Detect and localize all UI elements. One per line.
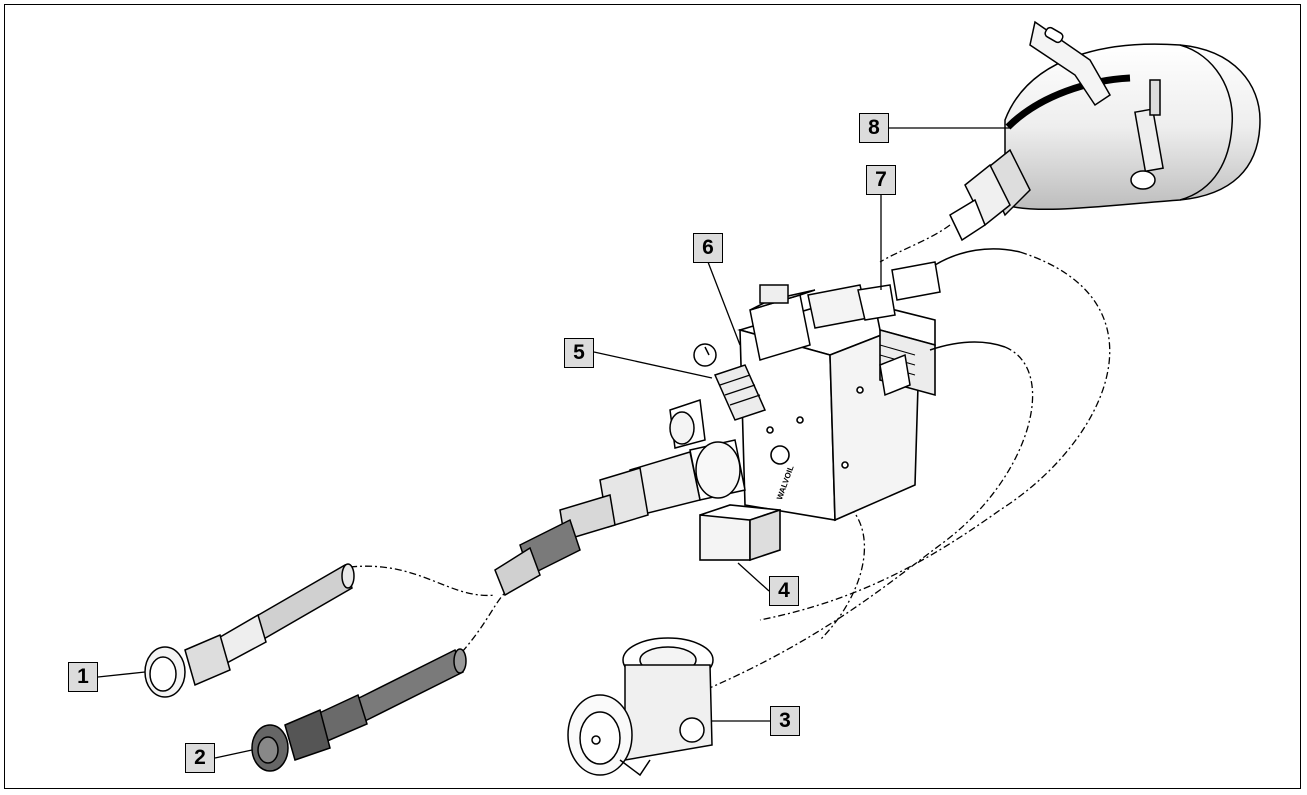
callout-8: 8 <box>859 113 889 143</box>
line-cable-to-socket-1 <box>759 251 1111 621</box>
line-hose2-to-block <box>461 587 511 653</box>
callout-4: 4 <box>769 576 799 606</box>
leader-1 <box>97 671 146 678</box>
leader-5 <box>593 351 713 379</box>
connection-lines <box>349 224 1111 691</box>
valve-block <box>699 299 936 562</box>
hose-1 <box>144 563 355 698</box>
block-coupling <box>494 439 746 597</box>
line-hose1-to-block <box>349 565 496 597</box>
callout-7: 7 <box>866 165 896 195</box>
callout-6: 6 <box>693 233 723 263</box>
callout-5: 5 <box>564 338 594 368</box>
electrical-socket <box>567 637 714 777</box>
accumulator <box>949 20 1261 242</box>
callout-1: 1 <box>68 662 98 692</box>
line-cable-3 <box>819 506 866 641</box>
leader-2 <box>214 749 253 759</box>
leader-4 <box>737 562 770 592</box>
line-accumulator-to-block <box>879 224 951 263</box>
callout-3: 3 <box>770 706 800 736</box>
leader-6 <box>707 261 741 346</box>
solenoid-top <box>749 248 1021 397</box>
line-cable-to-socket-2 <box>704 346 1034 691</box>
leader-lines <box>97 127 1010 759</box>
callout-2: 2 <box>185 743 215 773</box>
hose-2 <box>251 648 467 772</box>
pressure-valve <box>669 343 767 449</box>
